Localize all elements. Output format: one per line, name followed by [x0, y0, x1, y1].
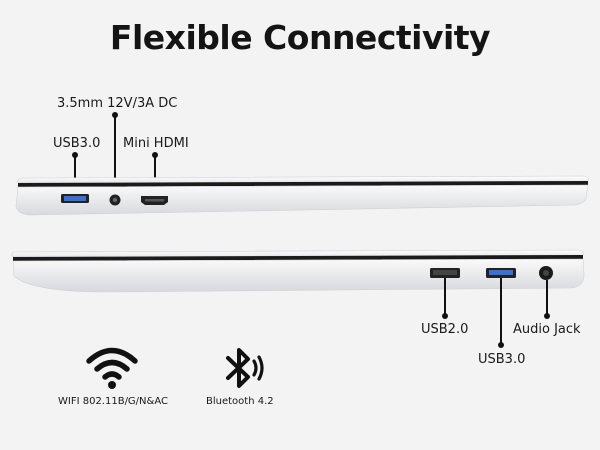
usb3-leader-dot — [72, 152, 78, 158]
usb3-port-label-top: USB3.0 — [53, 136, 101, 151]
audio-leader-dot — [544, 313, 550, 319]
usb2-leader-dot — [442, 313, 448, 319]
audio-leader-line — [546, 280, 548, 315]
usb3-leader-line — [74, 155, 76, 191]
dc-port-label: 3.5mm 12V/3A DC — [57, 96, 178, 111]
usb3-port-label-bottom: USB3.0 — [478, 352, 526, 367]
bluetooth-label: Bluetooth 4.2 — [206, 396, 274, 407]
page-title: Flexible Connectivity — [109, 18, 491, 57]
usb2-port-label: USB2.0 — [421, 322, 469, 337]
mini-hdmi-port-label: Mini HDMI — [123, 136, 189, 151]
audio-jack-port — [539, 266, 553, 280]
wifi-label: WIFI 802.11B/G/N&AC — [58, 396, 168, 407]
usb3-bottom-leader-dot — [498, 342, 504, 348]
wifi-icon — [86, 347, 138, 389]
dc-leader-dot — [112, 112, 118, 118]
mini-hdmi-port — [141, 196, 168, 205]
audio-jack-label: Audio Jack — [513, 322, 581, 337]
dc-leader-line — [114, 115, 116, 195]
usb2-leader-line — [444, 278, 446, 315]
usb2-port — [430, 268, 460, 278]
hdmi-leader-dot — [152, 152, 158, 158]
dc-port — [109, 194, 121, 206]
bluetooth-icon — [226, 348, 264, 388]
laptop-body-top — [15, 175, 589, 216]
usb3-port-top — [61, 194, 89, 203]
usb3-port-bottom — [486, 268, 516, 278]
usb3-bottom-leader-line — [500, 278, 502, 344]
hdmi-leader-line — [154, 155, 156, 195]
laptop-body-bottom — [11, 249, 585, 293]
